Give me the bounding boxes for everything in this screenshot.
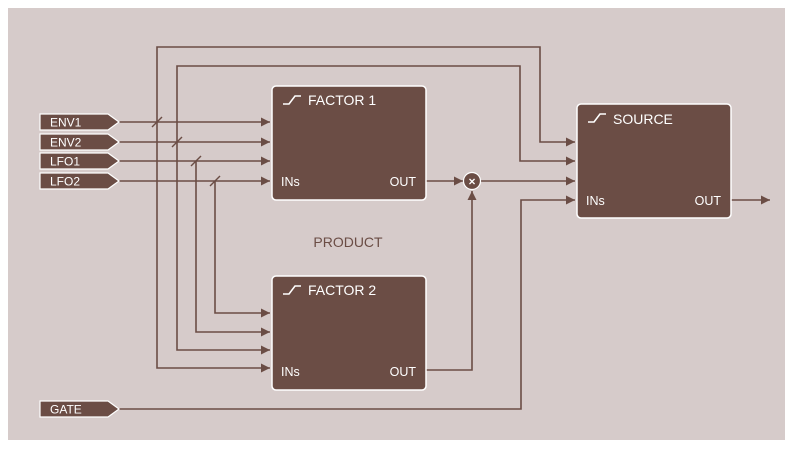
- wire-env1-factor2: [156, 122, 270, 373]
- module-factor2-out-label: OUT: [390, 365, 417, 379]
- wire-env2-source: [176, 65, 575, 166]
- input-lfo1: LFO1: [39, 152, 121, 170]
- module-factor1-out-label: OUT: [390, 175, 417, 189]
- input-env1-label: ENV1: [50, 116, 82, 130]
- module-factor2-in-label: INs: [281, 365, 300, 379]
- module-factor1-in-label: INs: [281, 175, 300, 189]
- input-env2-label: ENV2: [50, 136, 82, 150]
- wire-gate-source: [118, 195, 575, 410]
- multiply-icon: ×: [468, 175, 475, 189]
- wire-factor2-out-multiply: [426, 191, 477, 371]
- input-env2: ENV2: [39, 133, 121, 151]
- input-gate-label: GATE: [50, 403, 82, 417]
- wire-env2-factor2: [176, 142, 270, 355]
- input-lfo2: LFO2: [39, 172, 121, 190]
- wires: [118, 46, 770, 410]
- module-factor1-title: FACTOR 1: [308, 92, 376, 108]
- module-source-title: SOURCE: [613, 111, 673, 127]
- wire-tap-marks: [151, 116, 221, 187]
- input-gate: GATE: [39, 400, 121, 418]
- ramp-icon: [588, 113, 606, 123]
- ramp-icon: [283, 95, 301, 105]
- module-factor2-title: FACTOR 2: [308, 282, 376, 298]
- ramp-icon: [283, 285, 301, 295]
- input-env1: ENV1: [39, 113, 121, 131]
- module-factor2: FACTOR 2 INs OUT: [271, 275, 427, 391]
- product-label: PRODUCT: [313, 234, 383, 250]
- multiply-node: ×: [462, 171, 482, 191]
- module-source: SOURCE INs OUT: [576, 103, 732, 219]
- module-factor1: FACTOR 1 INs OUT: [271, 85, 427, 201]
- input-lfo1-label: LFO1: [50, 155, 80, 169]
- module-source-out-label: OUT: [695, 194, 722, 208]
- wire-env1-source: [156, 46, 575, 147]
- wire-lfo1-factor2: [195, 161, 270, 337]
- wire-lfo2-factor2: [214, 181, 270, 318]
- module-source-in-label: INs: [586, 194, 605, 208]
- input-lfo2-label: LFO2: [50, 175, 80, 189]
